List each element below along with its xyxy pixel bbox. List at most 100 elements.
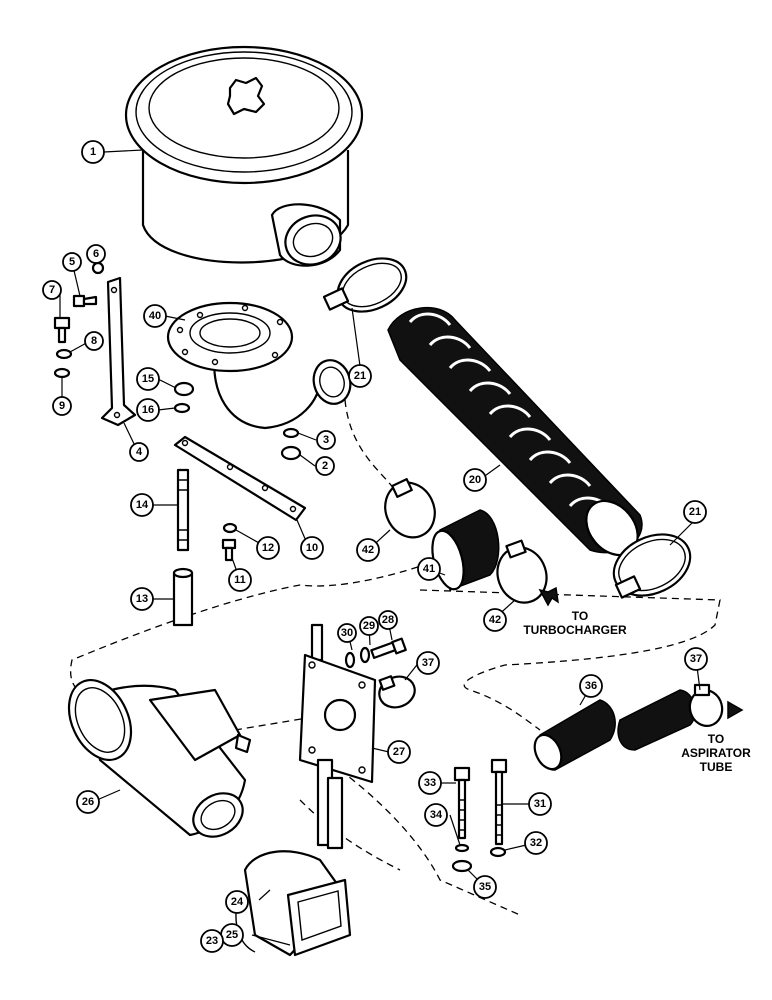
hose-clamp-upper [322, 257, 408, 313]
svg-text:27: 27 [393, 746, 405, 758]
svg-text:24: 24 [231, 896, 244, 908]
callout-21-lower: 21 [683, 500, 707, 524]
precleaner-body [67, 679, 252, 838]
callout-10: 10 [300, 536, 324, 560]
svg-text:13: 13 [136, 593, 148, 605]
callout-9: 9 [52, 396, 72, 416]
note-to-aspirator-tube: TO ASPIRATOR TUBE [681, 732, 751, 774]
callout-29: 29 [359, 616, 379, 636]
svg-text:21: 21 [689, 506, 701, 518]
svg-text:32: 32 [530, 837, 542, 849]
svg-text:33: 33 [424, 777, 436, 789]
callout-1: 1 [81, 140, 105, 164]
callout-23: 23 [200, 929, 224, 953]
svg-text:7: 7 [49, 284, 55, 296]
callout-33: 33 [418, 771, 442, 795]
callout-42-left: 42 [356, 538, 380, 562]
callout-40: 40 [143, 304, 167, 328]
svg-text:36: 36 [585, 680, 597, 692]
svg-text:37: 37 [422, 657, 434, 669]
svg-text:12: 12 [262, 542, 274, 554]
svg-text:TURBOCHARGER: TURBOCHARGER [523, 623, 627, 637]
svg-text:31: 31 [534, 798, 546, 810]
rectangular-outlet [235, 850, 352, 957]
callout-12: 12 [256, 536, 280, 560]
callout-4: 4 [129, 442, 149, 462]
svg-text:4: 4 [136, 446, 143, 458]
svg-text:5: 5 [69, 256, 75, 268]
svg-text:35: 35 [479, 881, 491, 893]
callout-25: 25 [220, 923, 244, 947]
svg-text:16: 16 [142, 404, 154, 416]
callout-8: 8 [84, 331, 104, 351]
turbocharger-arrow-icon [538, 586, 559, 607]
callout-3: 3 [316, 430, 336, 450]
svg-text:20: 20 [469, 474, 481, 486]
svg-text:30: 30 [341, 627, 353, 639]
long-bolts [451, 758, 508, 873]
aspirator-arrow-icon [727, 700, 744, 720]
svg-text:37: 37 [690, 653, 702, 665]
support-bar [173, 435, 307, 522]
callout-21-upper: 21 [348, 364, 372, 388]
callout-15: 15 [136, 367, 160, 391]
callout-37-right: 37 [684, 647, 708, 671]
svg-text:11: 11 [234, 574, 246, 586]
note-to-turbocharger: TO TURBOCHARGER [523, 609, 627, 637]
callout-26: 26 [76, 790, 100, 814]
mounting-plate [298, 623, 377, 850]
callout-24: 24 [225, 890, 249, 914]
svg-text:21: 21 [354, 370, 366, 382]
svg-text:8: 8 [91, 335, 97, 347]
callout-27: 27 [387, 740, 411, 764]
svg-text:15: 15 [142, 373, 154, 385]
svg-text:TO: TO [572, 609, 588, 623]
bracket-strap [100, 276, 137, 427]
callout-6: 6 [86, 244, 106, 264]
svg-text:ASPIRATOR: ASPIRATOR [681, 746, 751, 760]
callout-35: 35 [473, 875, 497, 899]
small-hardware [53, 261, 302, 461]
callout-42-right: 42 [483, 608, 507, 632]
svg-text:TO: TO [708, 732, 724, 746]
svg-text:42: 42 [362, 544, 374, 556]
callout-37-left: 37 [416, 651, 440, 675]
callout-16: 16 [136, 398, 160, 422]
routing-dashed-lines [69, 399, 721, 916]
callout-13: 13 [130, 587, 154, 611]
callout-5: 5 [62, 252, 82, 272]
svg-text:1: 1 [90, 146, 96, 158]
svg-text:29: 29 [363, 620, 375, 632]
callout-28: 28 [378, 610, 398, 630]
callout-30: 30 [337, 623, 357, 643]
stud-and-spacer [172, 468, 238, 627]
aspirator-hoses [378, 675, 744, 771]
callout-14: 14 [130, 493, 154, 517]
svg-text:40: 40 [149, 310, 161, 322]
svg-text:TUBE: TUBE [700, 760, 733, 774]
svg-text:28: 28 [382, 614, 394, 626]
svg-text:34: 34 [430, 809, 443, 821]
svg-text:2: 2 [322, 460, 328, 472]
svg-text:26: 26 [82, 796, 94, 808]
svg-text:42: 42 [489, 614, 501, 626]
air-cleaner-housing [124, 45, 364, 267]
svg-text:9: 9 [59, 400, 65, 412]
svg-text:41: 41 [423, 563, 435, 575]
callout-41: 41 [417, 557, 441, 581]
hose-clamp-lower [612, 533, 692, 599]
callout-32: 32 [524, 831, 548, 855]
plate-hardware [344, 637, 407, 669]
svg-text:3: 3 [323, 434, 329, 446]
callout-31: 31 [528, 792, 552, 816]
callout-20: 20 [463, 468, 487, 492]
svg-text:14: 14 [136, 499, 149, 511]
sleeve-and-clamps [384, 478, 548, 604]
callout-7: 7 [42, 280, 62, 300]
svg-text:10: 10 [306, 542, 318, 554]
adapter-elbow [166, 301, 352, 430]
callout-36: 36 [579, 674, 603, 698]
svg-text:6: 6 [93, 248, 99, 260]
